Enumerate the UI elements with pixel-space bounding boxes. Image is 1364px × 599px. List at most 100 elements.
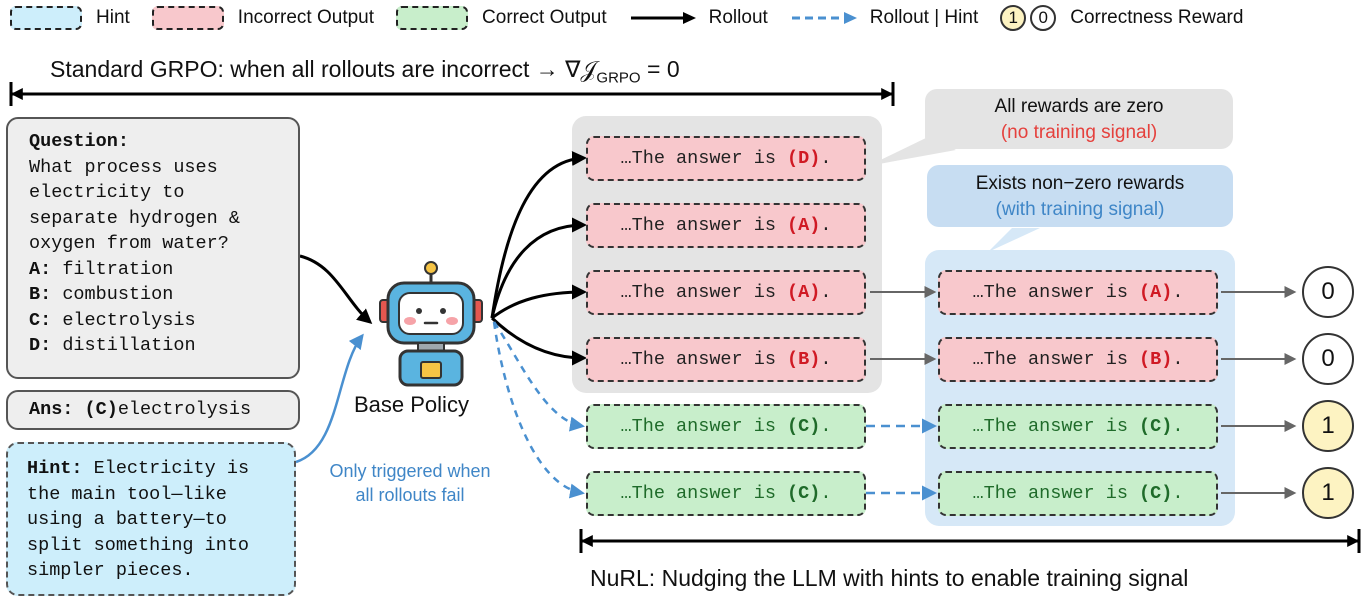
reward-badge: 1	[1302, 467, 1354, 519]
rollout-prefix: …The answer is	[972, 282, 1140, 303]
rollout-suffix: .	[820, 148, 832, 169]
legend-incorrect-swatch	[151, 6, 224, 30]
rollout-answer: (D)	[787, 148, 821, 169]
rollout-answer: (B)	[1139, 349, 1173, 370]
rollout-suffix: .	[820, 349, 832, 370]
option-text: combustion	[51, 284, 174, 305]
legend: Hint Incorrect Output Correct Output Rol…	[10, 4, 1265, 32]
legend-reward-one: 1	[1000, 5, 1027, 31]
rollout-answer: (C)	[1139, 483, 1173, 504]
rollout-arrow-1	[490, 150, 587, 319]
legend-hint: Hint	[10, 6, 130, 30]
hint-line: split something into	[27, 534, 250, 556]
trigger-note-line: all rollouts fail	[355, 485, 465, 505]
rollout-answer: (C)	[787, 483, 821, 504]
rollout-card: …The answer is (A).	[586, 203, 866, 248]
question-to-policy-arrow	[299, 254, 373, 324]
rollout-card: …The answer is (B).	[586, 337, 866, 382]
hint-line: Electricity is	[82, 458, 250, 479]
rollout-arrow-2	[490, 217, 587, 319]
rollout-arrow-4	[490, 316, 587, 366]
option-text: filtration	[51, 258, 174, 280]
nurl-rollout-card: …The answer is (B).	[938, 337, 1218, 382]
option-text: electrolysis	[51, 309, 196, 331]
rollout-prefix: …The answer is	[620, 282, 788, 303]
legend-reward-label: Correctness Reward	[1070, 7, 1244, 28]
legend-hint-label: Hint	[96, 7, 130, 28]
standard-rollouts-panel	[572, 116, 882, 393]
legend-hint-swatch	[10, 6, 82, 30]
legend-reward-zero: 0	[1030, 5, 1057, 31]
legend-correct: Correct Output	[396, 6, 607, 30]
rollout-prefix: …The answer is	[620, 416, 788, 437]
hint-first-line: Hint: Electricity is	[27, 456, 294, 482]
grpo-label: Standard GRPO: when all rollouts are inc…	[50, 56, 680, 87]
callout-all-zero: All rewards are zero (no training signal…	[925, 89, 1233, 149]
rollout-suffix: .	[820, 483, 832, 504]
option-d: D: distillation	[29, 333, 298, 359]
reward-badge: 0	[1302, 333, 1354, 385]
rollout-prefix: …The answer is	[972, 483, 1140, 504]
legend-correct-swatch	[396, 6, 469, 30]
option-key: A:	[29, 258, 52, 280]
callout-nonzero-note: (with training signal)	[995, 199, 1165, 220]
question-label: Question:	[29, 131, 129, 152]
robot-icon	[379, 261, 483, 387]
rollout-suffix: .	[1172, 483, 1184, 504]
question-line: What process uses	[29, 156, 218, 178]
legend-rollout-label: Rollout	[708, 7, 768, 28]
rollout-suffix: .	[820, 416, 832, 437]
hint-line: the main tool—like	[27, 483, 227, 505]
callout-zero-note: (no training signal)	[1000, 122, 1158, 143]
answer-label: Ans: (C)	[29, 399, 118, 420]
rollout-prefix: …The answer is	[620, 349, 788, 370]
hint-label: Hint:	[27, 458, 83, 479]
rollout-answer: (C)	[1139, 416, 1173, 437]
rollout-answer: (A)	[787, 282, 821, 303]
callout-nonzero-title: Exists non−zero rewards	[975, 173, 1185, 194]
option-key: C:	[29, 309, 52, 331]
hint-line: simpler pieces.	[27, 560, 194, 581]
option-c: C: electrolysis	[29, 308, 298, 334]
rollout-suffix: .	[820, 282, 832, 303]
rollout-prefix: …The answer is	[972, 349, 1140, 370]
rollout-answer: (C)	[787, 416, 821, 437]
question-line: oxygen from water?	[29, 233, 229, 254]
option-key: D:	[29, 335, 52, 356]
hint-rollout-arrow-1	[492, 321, 585, 432]
dashed-arrow-icon	[791, 12, 857, 24]
rollout-prefix: …The answer is	[620, 148, 788, 169]
rollout-prefix: …The answer is	[620, 215, 788, 236]
legend-rollout-hint-label: Rollout | Hint	[869, 7, 979, 28]
nurl-rollout-card: …The answer is (A).	[938, 270, 1218, 315]
grpo-label-tail: = 0	[640, 56, 680, 82]
rollout-answer: (A)	[787, 215, 821, 236]
legend-correct-label: Correct Output	[482, 7, 607, 28]
rollout-prefix: …The answer is	[620, 483, 788, 504]
option-text: distillation	[51, 335, 196, 356]
base-policy-label: Base Policy	[354, 392, 469, 417]
question-card: Question: What process uses electricity …	[6, 117, 300, 379]
rollout-answer: (A)	[1139, 282, 1173, 303]
nurl-label: NuRL: Nudging the LLM with hints to enab…	[590, 565, 1189, 591]
callout-nonzero-tail	[988, 228, 1040, 252]
hint-rollout-card: …The answer is (C).	[586, 471, 866, 516]
reward-badge: 0	[1302, 266, 1354, 318]
solid-arrow-icon	[630, 12, 696, 24]
legend-reward: 1 0 Correctness Reward	[1000, 5, 1243, 31]
reward-badge: 1	[1302, 400, 1354, 452]
rollout-answer: (B)	[787, 349, 821, 370]
callout-nonzero: Exists non−zero rewards (with training s…	[927, 165, 1233, 227]
rollout-suffix: .	[1172, 416, 1184, 437]
hint-rollout-card: …The answer is (C).	[586, 404, 866, 449]
answer-card: Ans: (C)electrolysis	[6, 390, 300, 430]
question-line: separate hydrogen &	[29, 207, 240, 229]
legend-rollout: Rollout	[629, 7, 768, 29]
hint-card: Hint: Electricity is the main tool—like …	[6, 442, 296, 596]
legend-incorrect: Incorrect Output	[151, 6, 374, 30]
rollout-suffix: .	[820, 215, 832, 236]
trigger-note-line: Only triggered when	[329, 461, 491, 481]
hint-rollout-arrow-2	[492, 321, 585, 499]
